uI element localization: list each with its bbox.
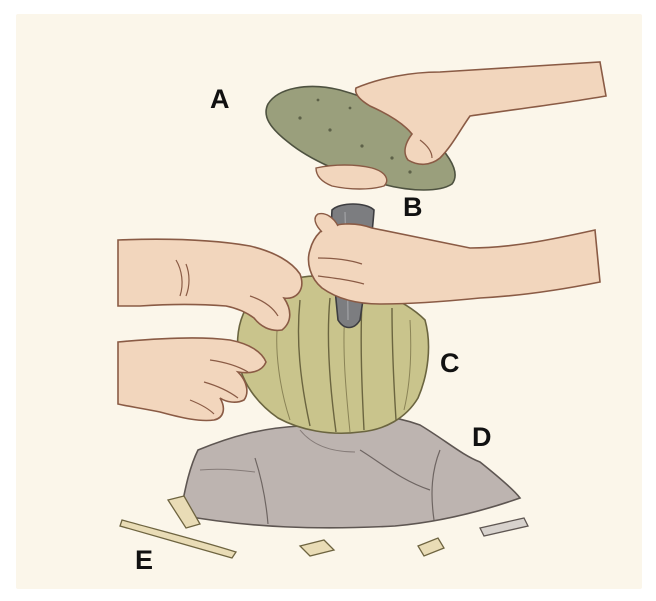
label-d: D bbox=[472, 424, 492, 451]
label-e: E bbox=[135, 547, 153, 574]
label-b: B bbox=[403, 194, 423, 221]
lower-left-hand bbox=[118, 338, 266, 421]
upper-left-hand bbox=[118, 239, 302, 330]
label-a: A bbox=[210, 86, 230, 113]
label-c: C bbox=[440, 350, 460, 377]
right-hand bbox=[309, 214, 601, 304]
